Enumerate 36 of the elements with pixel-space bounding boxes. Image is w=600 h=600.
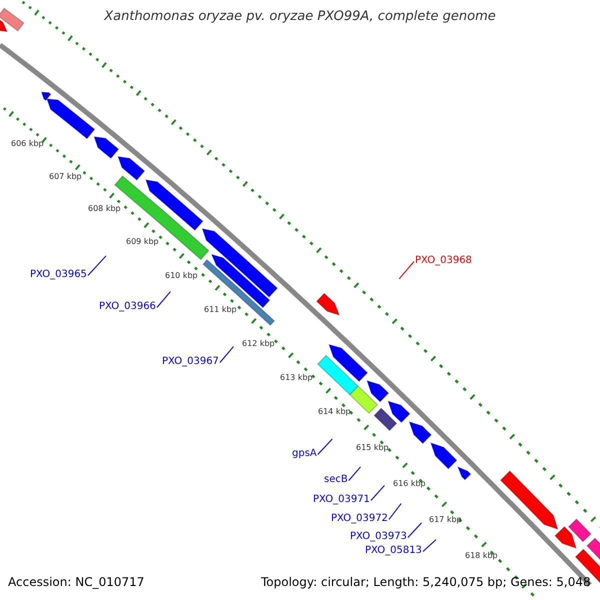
gene-label: PXO_03972 xyxy=(331,514,388,524)
gene-label: PXO_03971 xyxy=(313,495,370,505)
position-label: 611 kbp xyxy=(204,306,237,314)
gene-label: PXO_03966 xyxy=(99,302,156,312)
position-label: 608 kbp xyxy=(88,205,121,213)
position-label: 606 kbp xyxy=(11,140,44,148)
footer-text: Topology: circular; Length: 5,240,075 bp; Genes: 5,048 xyxy=(261,576,591,588)
position-label: 616 kbp xyxy=(393,480,426,488)
position-label: 614 kbp xyxy=(318,408,351,416)
leader-line xyxy=(407,522,422,538)
position-label: 612 kbp xyxy=(242,340,275,348)
leader-line xyxy=(87,255,106,276)
position-label: 610 kbp xyxy=(165,272,198,280)
leader-line xyxy=(370,484,385,501)
diagram-title: Xanthomonas oryzae pv. oryzae PXO99A, complete genome xyxy=(102,10,497,23)
leader-line xyxy=(317,438,333,455)
footer-text: Accession: NC_010717 xyxy=(8,576,144,588)
position-label: 618 kbp xyxy=(465,552,498,560)
position-label: 615 kbp xyxy=(356,444,389,452)
leader-line xyxy=(388,503,402,520)
leader-line xyxy=(422,539,437,552)
leader-line xyxy=(156,291,171,308)
position-label: 609 kbp xyxy=(126,238,159,246)
position-label: 607 kbp xyxy=(49,173,82,181)
leader-line xyxy=(348,466,362,481)
gene-label: PXO_03967 xyxy=(162,357,219,367)
gene-label: PXO_03973 xyxy=(350,532,407,542)
gene-label: gpsA xyxy=(292,449,317,459)
leader-line xyxy=(219,346,234,363)
gene-label: secB xyxy=(324,475,348,485)
position-label: 617 kbp xyxy=(429,516,462,524)
position-label: 613 kbp xyxy=(280,374,313,382)
gene-label: PXO_03965 xyxy=(30,270,87,280)
gene-label: PXO_05813 xyxy=(365,546,422,556)
leader-line xyxy=(398,261,414,280)
gene-label: PXO_03968 xyxy=(415,256,472,266)
